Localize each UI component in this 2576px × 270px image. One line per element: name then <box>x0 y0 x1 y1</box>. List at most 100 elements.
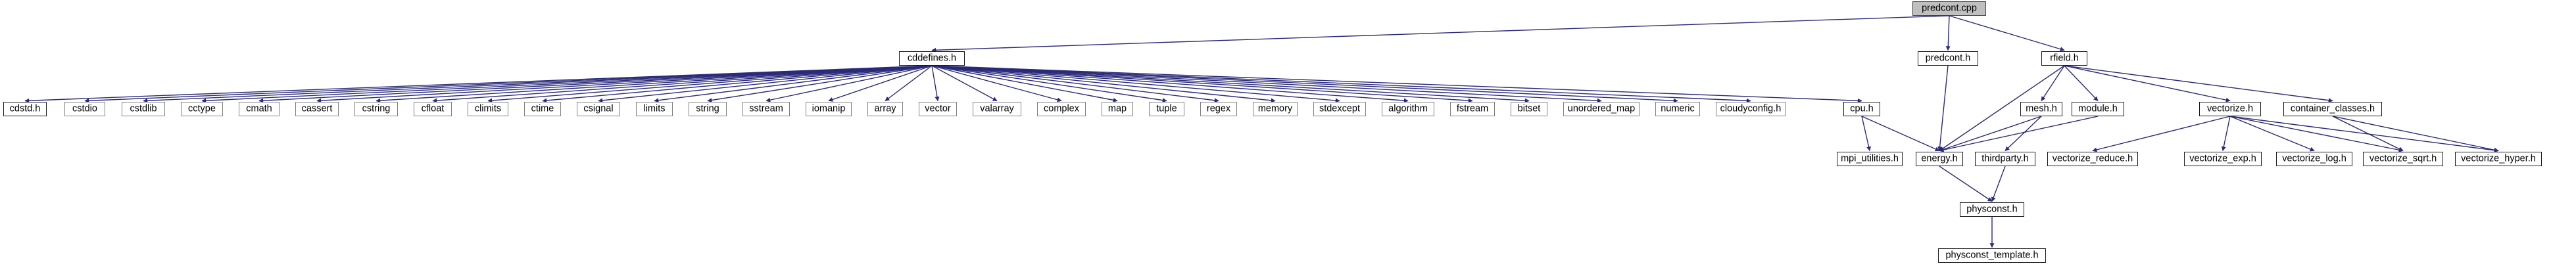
graph-node-energy-h[interactable]: energy.h <box>1916 152 1963 166</box>
graph-node-cstring[interactable]: cstring <box>354 102 398 116</box>
graph-edge <box>487 65 933 103</box>
graph-node-label: bitset <box>1517 103 1541 114</box>
graph-node-unordered-map[interactable]: unordered_map <box>1563 102 1640 116</box>
graph-node-cctype[interactable]: cctype <box>181 102 223 116</box>
graph-node-vectorize-hyper-h[interactable]: vectorize_hyper.h <box>2455 152 2542 166</box>
graph-node-label: iomanip <box>812 103 846 114</box>
graph-node-label: thirdparty.h <box>1981 153 2029 164</box>
graph-node-label: numeric <box>1661 103 1695 114</box>
graph-node-tuple[interactable]: tuple <box>1149 102 1184 116</box>
graph-node-climits[interactable]: climits <box>468 102 508 116</box>
graph-node-label: string <box>696 103 719 114</box>
graph-node-array[interactable]: array <box>867 102 903 116</box>
graph-node-memory[interactable]: memory <box>1253 102 1298 116</box>
graph-edge <box>931 65 1530 103</box>
graph-node-label: cddefines.h <box>907 53 957 64</box>
graph-edge <box>654 65 933 103</box>
graph-edge <box>931 65 1751 103</box>
graph-node-cddefines-h[interactable]: cddefines.h <box>899 51 965 66</box>
edge-layer <box>24 15 2499 248</box>
graph-node-fstream[interactable]: fstream <box>1450 102 1495 116</box>
graph-edge <box>2064 65 2099 102</box>
graph-node-label: vectorize_exp.h <box>2189 153 2256 164</box>
graph-node-label: valarray <box>980 103 1014 114</box>
graph-node-numeric[interactable]: numeric <box>1655 102 1700 116</box>
graph-edge <box>931 65 1276 103</box>
graph-node-label: module.h <box>2078 103 2118 114</box>
graph-node-vectorize-exp-h[interactable]: vectorize_exp.h <box>2184 152 2262 166</box>
graph-node-valarray[interactable]: valarray <box>973 102 1021 116</box>
graph-node-cfloat[interactable]: cfloat <box>414 102 452 116</box>
graph-node-vectorize-reduce-h[interactable]: vectorize_reduce.h <box>2047 152 2138 166</box>
graph-node-string[interactable]: string <box>689 102 727 116</box>
graph-node-mesh-h[interactable]: mesh.h <box>2020 102 2062 116</box>
graph-edge <box>2005 116 2042 152</box>
graph-node-predcont-h[interactable]: predcont.h <box>1918 51 1978 66</box>
graph-edge <box>707 65 933 102</box>
graph-edge <box>2229 116 2404 152</box>
graph-node-vectorize-log-h[interactable]: vectorize_log.h <box>2276 152 2352 166</box>
graph-edge <box>1949 15 2065 52</box>
graph-node-label: stdexcept <box>1319 103 1361 114</box>
graph-node-vectorize-h[interactable]: vectorize.h <box>2199 102 2261 116</box>
graph-node-module-h[interactable]: module.h <box>2072 102 2124 116</box>
graph-node-label: vectorize_reduce.h <box>2052 153 2133 164</box>
graph-edge <box>2221 116 2231 152</box>
graph-node-label: predcont.h <box>1925 53 1971 64</box>
graph-node-iomanip[interactable]: iomanip <box>806 102 852 116</box>
graph-node-label: tuple <box>1156 103 1177 114</box>
graph-edge <box>316 65 933 103</box>
graph-edge <box>2092 116 2231 152</box>
graph-edge <box>766 65 933 102</box>
graph-edge <box>1939 116 2042 152</box>
graph-edge <box>1937 65 1949 152</box>
graph-node-sstream[interactable]: sstream <box>742 102 790 116</box>
graph-node-label: algorithm <box>1388 103 1428 114</box>
graph-node-label: array <box>874 103 896 114</box>
graph-edge <box>931 65 1062 102</box>
graph-node-container-classes-h[interactable]: container_classes.h <box>2283 102 2382 116</box>
graph-node-cpu-h[interactable]: cpu.h <box>1843 102 1880 116</box>
graph-edge <box>1861 116 1872 152</box>
graph-node-cstdio[interactable]: cstdio <box>64 102 105 116</box>
graph-node-cstdlib[interactable]: cstdlib <box>122 102 165 116</box>
graph-node-bitset[interactable]: bitset <box>1511 102 1547 116</box>
graph-node-limits[interactable]: limits <box>636 102 673 116</box>
graph-node-label: cstdlib <box>130 103 157 114</box>
graph-node-ctime[interactable]: ctime <box>524 102 561 116</box>
graph-node-cassert[interactable]: cassert <box>295 102 339 116</box>
graph-node-cloudyconfig-h[interactable]: cloudyconfig.h <box>1716 102 1786 116</box>
graph-node-vectorize-sqrt-h[interactable]: vectorize_sqrt.h <box>2363 152 2443 166</box>
graph-node-label: cmath <box>246 103 272 114</box>
graph-node-label: mpi_utilities.h <box>1841 153 1899 164</box>
graph-node-thirdparty-h[interactable]: thirdparty.h <box>1975 152 2035 166</box>
graph-edge <box>2064 65 2231 102</box>
graph-edge <box>931 15 1950 53</box>
graph-node-stdexcept[interactable]: stdexcept <box>1313 102 1366 116</box>
graph-node-label: physconst_template.h <box>1945 250 2039 261</box>
graph-node-physconst-template-h[interactable]: physconst_template.h <box>1938 248 2046 263</box>
graph-node-regex[interactable]: regex <box>1200 102 1237 116</box>
graph-node-predcont-cpp[interactable]: predcont.cpp <box>1912 1 1986 16</box>
graph-edge <box>931 65 1340 103</box>
graph-node-vector[interactable]: vector <box>919 102 957 116</box>
graph-node-csignal[interactable]: csignal <box>577 102 620 116</box>
graph-node-physconst-h[interactable]: physconst.h <box>1960 202 2024 217</box>
graph-node-label: complex <box>1044 103 1079 114</box>
graph-edge <box>1939 116 2099 152</box>
graph-node-label: unordered_map <box>1567 103 1636 114</box>
graph-node-label: cassert <box>301 103 333 114</box>
graph-node-mpi-utilities-h[interactable]: mpi_utilities.h <box>1837 152 1903 166</box>
graph-edge <box>2332 116 2404 152</box>
graph-node-label: vectorize_log.h <box>2282 153 2346 164</box>
graph-node-map[interactable]: map <box>1102 102 1133 116</box>
graph-node-label: csignal <box>583 103 614 114</box>
graph-node-cmath[interactable]: cmath <box>239 102 279 116</box>
graph-node-complex[interactable]: complex <box>1037 102 1086 116</box>
graph-node-cdstd-h[interactable]: cdstd.h <box>3 102 47 116</box>
graph-node-rfield-h[interactable]: rfield.h <box>2041 51 2087 66</box>
graph-node-algorithm[interactable]: algorithm <box>1382 102 1434 116</box>
graph-edge <box>24 65 933 103</box>
